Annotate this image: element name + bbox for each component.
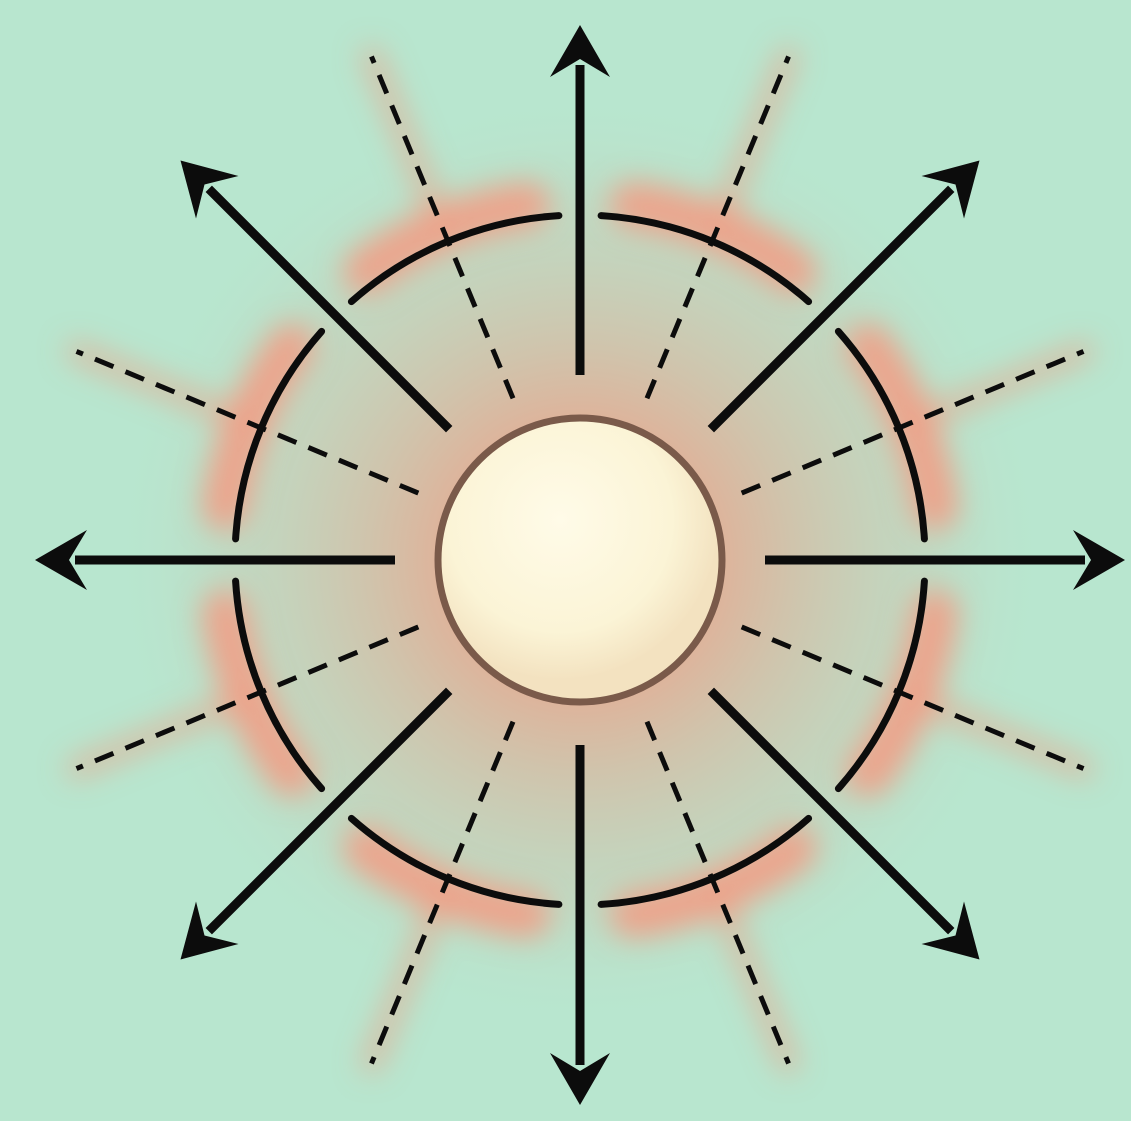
core-circle [438, 418, 722, 702]
